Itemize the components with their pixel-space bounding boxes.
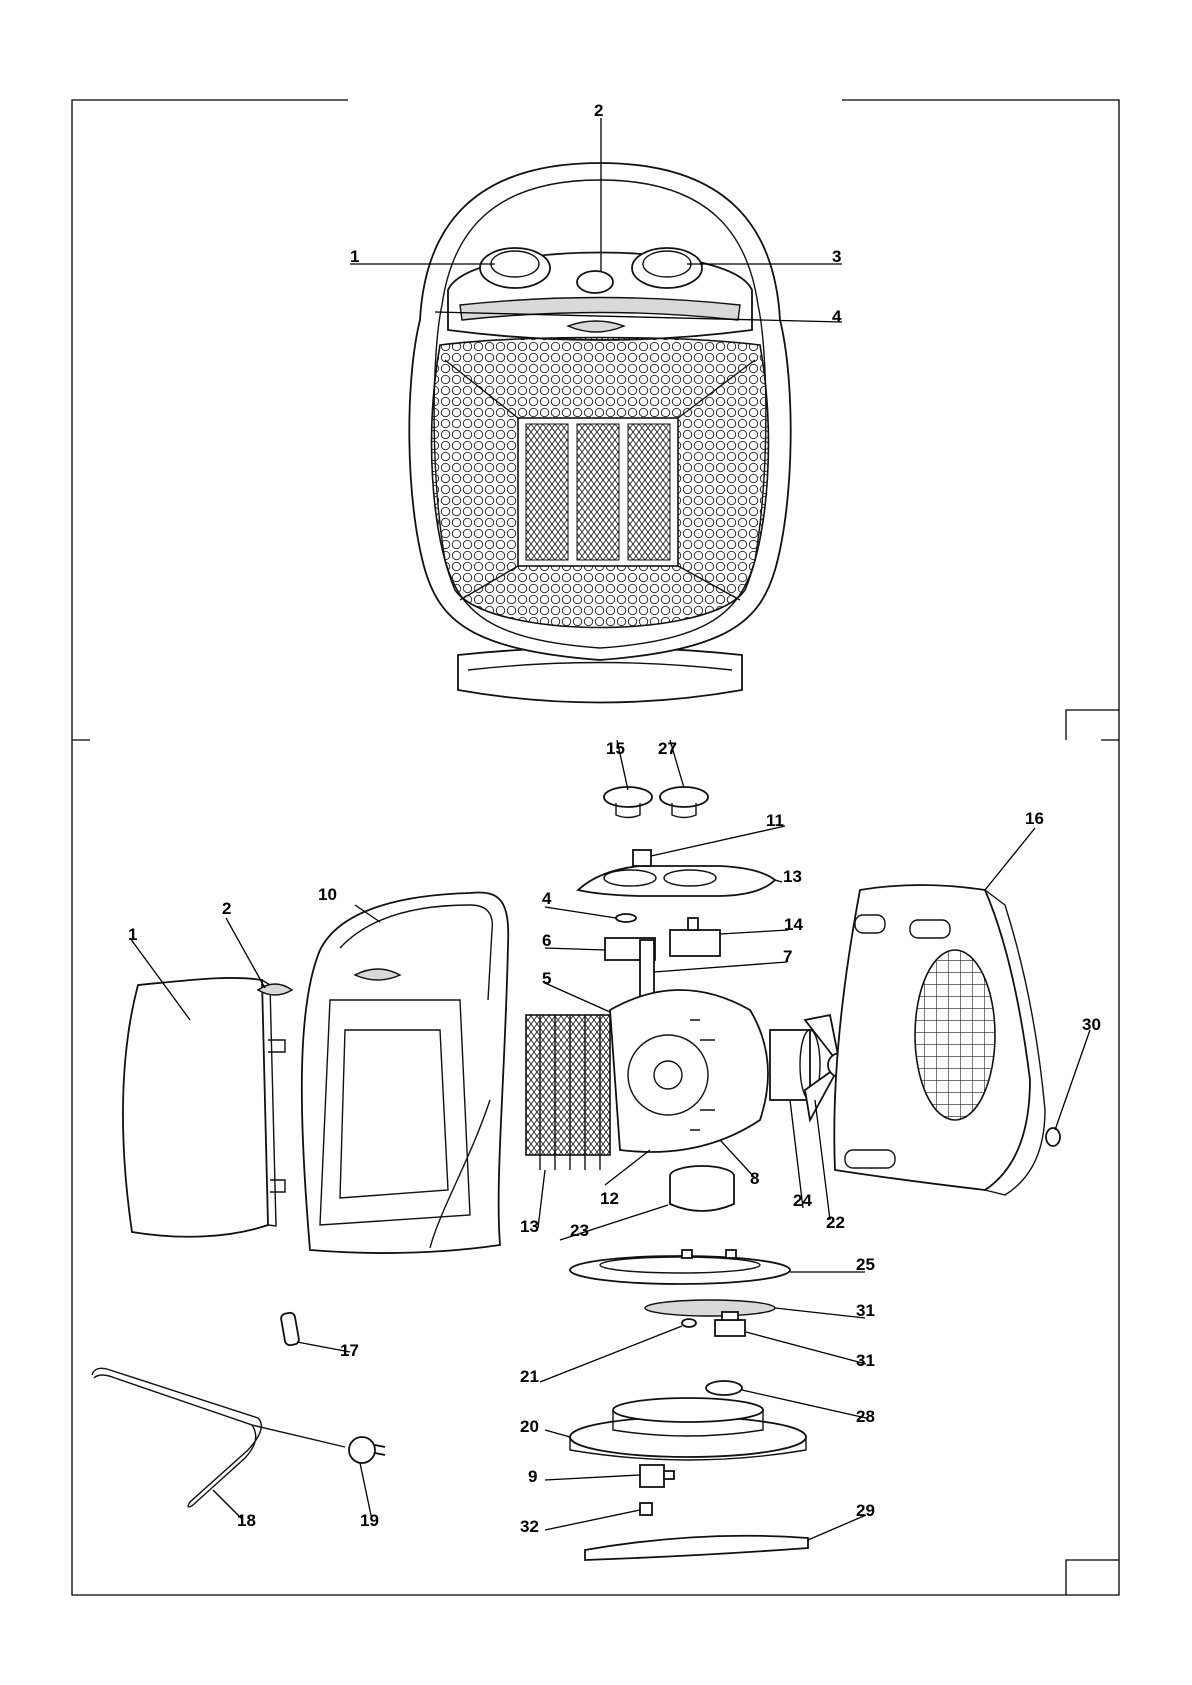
part-cap [706,1381,742,1395]
callout-label: 13 [520,1217,539,1236]
part-capacitor [670,1166,734,1211]
part-lamp [616,914,636,922]
callout-label: 4 [832,307,842,326]
callout-label: 29 [856,1501,875,1520]
part-switch-11 [633,850,651,866]
part-rotating-base [570,1398,806,1460]
part-oscillation-motor [640,1465,674,1487]
part-knob-27 [660,787,708,818]
part-power-cord [92,1368,345,1507]
part-front-panel [123,978,285,1237]
callout-label: 21 [520,1367,539,1386]
part-pin [640,1503,652,1515]
callout-label: 1 [128,925,137,944]
callout-label: 18 [237,1511,256,1530]
callout-label: 5 [542,969,551,988]
part-ceramic-element [526,1015,610,1170]
callout-label: 31 [856,1351,875,1370]
callout-label: 31 [856,1301,875,1320]
part-washer [682,1319,696,1327]
callout-label: 13 [783,867,802,886]
part-base-ring [585,1536,808,1560]
callout-label: 20 [520,1417,539,1436]
part-switch-assembly [605,938,655,1002]
part-control-panel [578,850,775,896]
callout-label: 32 [520,1517,539,1536]
callout-label: 2 [594,101,603,120]
rear-grille [915,950,995,1120]
callout-label: 15 [606,739,625,758]
part-cord-clamp [280,1312,299,1346]
callout-label: 16 [1025,809,1044,828]
callout-label: 9 [528,1467,537,1486]
callout-label: 30 [1082,1015,1101,1034]
callout-label: 6 [542,931,551,950]
callout-label: 10 [318,885,337,904]
callout-label: 14 [784,915,803,934]
callout-label: 28 [856,1407,875,1426]
knob-right [632,248,702,288]
callout-label: 3 [832,247,841,266]
part-base-plate [570,1250,790,1284]
callout-label: 12 [600,1189,619,1208]
callout-label: 27 [658,739,677,758]
callout-label: 8 [750,1169,759,1188]
part-front-housing [302,893,508,1254]
callout-label: 2 [222,899,231,918]
callout-label: 24 [793,1191,812,1210]
callout-label: 19 [360,1511,379,1530]
callout-label: 17 [340,1341,359,1360]
callout-label: 25 [856,1255,875,1274]
callout-label: 11 [766,811,784,830]
part-knob-15 [604,787,652,818]
part-rear-housing [834,885,1045,1195]
part-plug [349,1437,385,1463]
part-heater-core [526,990,768,1170]
knob-left [480,248,550,288]
power-button [577,271,613,293]
callout-label: 22 [826,1213,845,1232]
callout-label: 1 [350,247,359,266]
part-foot [1046,1128,1060,1146]
part-gasket-ring [645,1300,775,1316]
callout-label: 7 [783,947,792,966]
callout-label: 23 [570,1221,589,1240]
callout-label: 4 [542,889,552,908]
assembled-heater [409,163,790,703]
part-thermostat [670,918,720,956]
